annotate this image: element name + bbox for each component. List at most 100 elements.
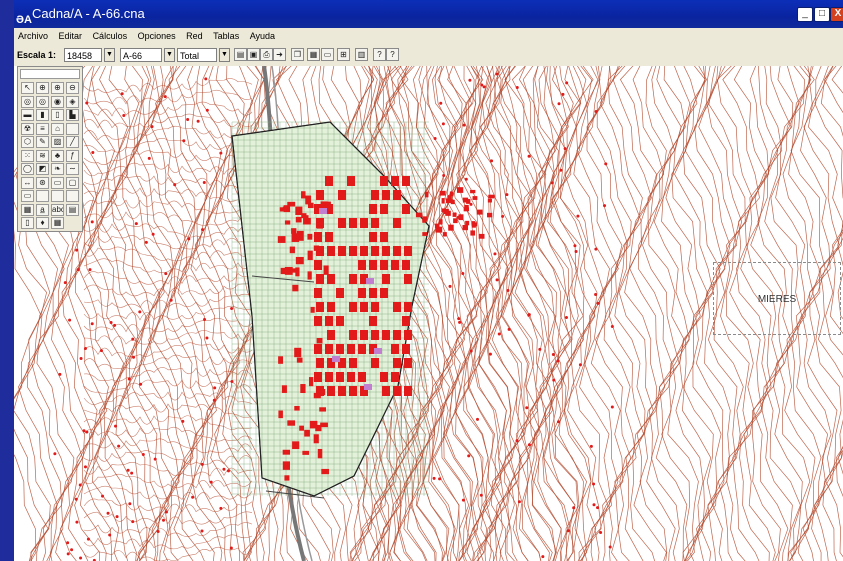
arrow-icon[interactable]: ➜: [273, 48, 286, 61]
building-icon[interactable]: ⌂: [51, 122, 64, 135]
building: [327, 274, 335, 284]
save-icon[interactable]: ▣: [247, 48, 260, 61]
source-icon[interactable]: ◎: [21, 95, 34, 108]
menu-red[interactable]: Red: [186, 31, 203, 41]
scattered-building: [442, 174, 446, 178]
contour-line: [83, 101, 253, 117]
sign-icon[interactable]: ☢: [21, 122, 34, 135]
receiver-icon[interactable]: ◈: [66, 95, 79, 108]
building: [382, 246, 390, 256]
grid-calc-icon[interactable]: ▦: [21, 203, 34, 216]
scattered-building: [122, 113, 126, 117]
wave-icon[interactable]: ∼: [66, 163, 79, 175]
grid-icon[interactable]: ⊞: [337, 48, 350, 61]
building: [307, 250, 313, 261]
empty3-icon[interactable]: [66, 190, 79, 202]
text-icon[interactable]: a̲: [36, 203, 49, 216]
measure-icon[interactable]: ↔: [21, 176, 34, 189]
circle-icon[interactable]: ◯: [21, 163, 34, 175]
zoom-in-icon[interactable]: ⊕: [51, 82, 64, 94]
building: [472, 196, 478, 200]
blank-icon[interactable]: [66, 122, 79, 135]
source-area-icon[interactable]: ◉: [51, 95, 64, 108]
points-icon[interactable]: ⁙: [21, 149, 34, 162]
legend-icon[interactable]: ▤: [66, 203, 79, 216]
tree-icon[interactable]: ♣: [51, 149, 64, 162]
view-select[interactable]: Total: [177, 48, 217, 62]
building: [338, 218, 346, 228]
mieres-label-frame[interactable]: MIERES: [713, 262, 841, 335]
layer-dropdown-chevron-icon[interactable]: ▼: [164, 48, 175, 62]
doc-icon[interactable]: ▯: [21, 217, 34, 229]
contour-icon[interactable]: ≋: [36, 149, 49, 162]
contour-line: [83, 246, 253, 262]
building: [349, 274, 357, 284]
print-icon[interactable]: ⎙: [260, 48, 273, 61]
menu-opciones[interactable]: Opciones: [137, 31, 176, 41]
frame-icon[interactable]: ▭: [51, 176, 64, 189]
pen-icon[interactable]: ✎: [36, 136, 49, 148]
screen-icon[interactable]: ▢: [66, 176, 79, 189]
empty1-icon[interactable]: [36, 190, 49, 202]
building: [393, 302, 401, 312]
empty2-icon[interactable]: [51, 190, 64, 202]
view-dropdown-chevron-icon[interactable]: ▼: [219, 48, 230, 62]
menu-calculos[interactable]: Cálculos: [92, 31, 128, 41]
scattered-building: [205, 336, 209, 340]
copy-icon[interactable]: ❐: [291, 48, 304, 61]
label-icon[interactable]: abc: [51, 203, 64, 216]
scattered-building: [181, 419, 185, 423]
line-icon[interactable]: ╱: [66, 136, 79, 148]
window-icon[interactable]: ▭: [321, 48, 334, 61]
menu-archivo[interactable]: Archivo: [18, 31, 49, 41]
target-icon[interactable]: ⊛: [36, 176, 49, 189]
contour-line: [671, 66, 708, 561]
layer-select[interactable]: A-66: [120, 48, 162, 62]
scale-input[interactable]: 18458: [64, 48, 102, 62]
layers-icon[interactable]: ▥: [355, 48, 368, 61]
menu-ayuda[interactable]: Ayuda: [249, 31, 276, 41]
pin-icon[interactable]: ♦: [36, 217, 49, 229]
open-icon[interactable]: ▤: [234, 48, 247, 61]
scattered-building: [156, 529, 160, 533]
contour-line: [503, 66, 538, 561]
pointer-icon[interactable]: ↖: [21, 82, 34, 94]
height-icon[interactable]: ƒ: [66, 149, 79, 162]
building: [278, 410, 283, 419]
table-tool-icon[interactable]: ▦: [51, 217, 64, 229]
polygon-icon[interactable]: ⬡: [21, 136, 34, 148]
barrier-icon[interactable]: ≡: [36, 122, 49, 135]
menu-tablas[interactable]: Tablas: [213, 31, 240, 41]
maximize-button[interactable]: □: [814, 7, 830, 22]
scattered-building: [151, 232, 155, 236]
area-icon[interactable]: ▨: [51, 136, 64, 148]
close-button[interactable]: X: [830, 7, 843, 22]
map-canvas[interactable]: MIERES: [14, 66, 843, 561]
box-icon[interactable]: ▭: [21, 190, 34, 202]
minimize-button[interactable]: _: [797, 7, 813, 22]
menu-editar[interactable]: Editar: [58, 31, 83, 41]
leaf-icon[interactable]: ❧: [51, 163, 64, 175]
contour-line: [83, 534, 253, 550]
rail-icon[interactable]: ▮: [36, 109, 49, 121]
industry-icon[interactable]: ▙: [66, 109, 79, 121]
help-cursor-icon[interactable]: ?: [373, 48, 386, 61]
zoom-icon[interactable]: ⊕: [36, 82, 49, 94]
contour-line: [83, 511, 253, 525]
road-icon[interactable]: ▬: [21, 109, 34, 121]
title-bar[interactable]: ƏA Cadna/A - A-66.cna _ □ X: [14, 0, 843, 28]
terrain-icon[interactable]: ◩: [36, 163, 49, 175]
scattered-building: [163, 95, 167, 99]
palette-header[interactable]: [20, 69, 80, 79]
contour-line: [775, 66, 812, 561]
parking-icon[interactable]: ▯: [51, 109, 64, 121]
zoom-out-icon[interactable]: ⊖: [66, 82, 79, 94]
building: [450, 199, 455, 205]
building: [449, 191, 454, 197]
scattered-building: [131, 337, 135, 341]
source-line-icon[interactable]: ◎: [36, 95, 49, 108]
table-icon[interactable]: ▦: [307, 48, 320, 61]
help-icon[interactable]: ?: [386, 48, 399, 61]
building: [315, 318, 320, 326]
scale-dropdown-chevron-icon[interactable]: ▼: [104, 48, 115, 62]
